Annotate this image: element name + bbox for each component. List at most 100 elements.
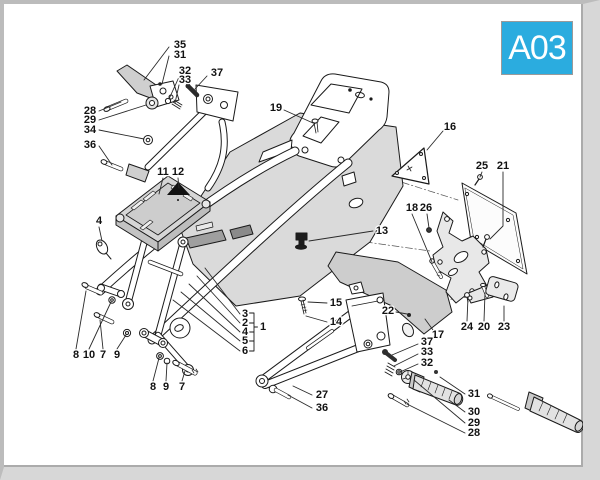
footpeg-assembly xyxy=(382,349,583,433)
leader-line-14 xyxy=(305,315,328,323)
part-label-14: 14 xyxy=(330,316,343,328)
battery-tray xyxy=(115,175,211,252)
part-label-26: 26 xyxy=(420,202,432,214)
leader-line-17 xyxy=(424,318,434,331)
leader-line-8 xyxy=(75,290,87,350)
part-label-9: 9 xyxy=(114,349,120,361)
leader-line-16 xyxy=(426,130,444,151)
part-label-28: 28 xyxy=(468,427,480,439)
part-label-31: 31 xyxy=(174,49,186,61)
leader-line-9 xyxy=(116,334,127,350)
part-label-23: 23 xyxy=(498,321,510,333)
part-label-7: 7 xyxy=(100,349,106,361)
leader-line-31 xyxy=(439,376,466,395)
leader-line-35 xyxy=(143,46,170,81)
part-label-21: 21 xyxy=(497,160,509,172)
part-label-29: 29 xyxy=(84,114,96,126)
leader-line-7 xyxy=(99,319,104,350)
part-label-5: 5 xyxy=(242,335,248,347)
part-label-4: 4 xyxy=(242,326,249,338)
leader-line-12 xyxy=(177,177,180,189)
leader-line-37 xyxy=(194,75,208,90)
leader-line-28 xyxy=(406,403,466,434)
leader-line-20 xyxy=(483,292,486,322)
leader-line-21 xyxy=(489,171,504,240)
leader-line-33 xyxy=(393,353,419,367)
leader-line-19 xyxy=(283,109,314,124)
part-label-33: 33 xyxy=(421,346,433,358)
leader-line-4 xyxy=(98,226,103,242)
leader-line-27 xyxy=(292,385,313,396)
part-label-24: 24 xyxy=(461,321,474,333)
leader-line-11 xyxy=(158,177,164,195)
part-label-37: 37 xyxy=(211,67,223,79)
part-label-12: 12 xyxy=(172,166,184,178)
part-label-33: 33 xyxy=(179,74,191,86)
plate-bracket-assembly xyxy=(391,147,528,317)
part-label-8: 8 xyxy=(73,349,79,361)
leader-line-4 xyxy=(188,283,241,333)
leader-line-6 xyxy=(172,299,241,352)
leader-line-5 xyxy=(180,291,241,342)
drawing-code-badge: A03 xyxy=(501,21,573,75)
leader-line-30 xyxy=(448,399,466,413)
part-label-15: 15 xyxy=(330,297,342,309)
part-label-18: 18 xyxy=(406,202,418,214)
leader-line-9 xyxy=(165,362,168,382)
part-label-29: 29 xyxy=(468,417,480,429)
leader-line-29 xyxy=(98,104,147,121)
leader-line-33 xyxy=(174,84,180,104)
part-label-27: 27 xyxy=(316,389,328,401)
part-label-25: 25 xyxy=(476,160,488,172)
part-label-13: 13 xyxy=(376,225,388,237)
leader-line-36 xyxy=(287,394,313,409)
leader-line-29 xyxy=(413,379,466,424)
part-label-22: 22 xyxy=(382,305,394,317)
part-label-32: 32 xyxy=(179,65,191,77)
leader-line-13 xyxy=(308,230,374,242)
leader-line-28 xyxy=(98,101,122,112)
part-label-19: 19 xyxy=(270,102,282,114)
exploded-parts-diagram: 3531323337282934361112419162521182613151… xyxy=(72,38,583,441)
part-label-32: 32 xyxy=(421,357,433,369)
leader-line-18 xyxy=(411,213,433,263)
part-label-4: 4 xyxy=(96,215,103,227)
part-label-7: 7 xyxy=(179,381,185,393)
leader-line-31 xyxy=(161,55,170,85)
part-label-36: 36 xyxy=(316,402,328,414)
leader-line-26 xyxy=(426,213,430,229)
part-label-16: 16 xyxy=(444,121,456,133)
leader-line-34 xyxy=(98,129,145,140)
part-label-35: 35 xyxy=(174,39,186,51)
leader-line-7 xyxy=(181,370,186,382)
leader-line-24 xyxy=(466,296,469,322)
part-label-10: 10 xyxy=(83,349,95,361)
leader-line-22 xyxy=(395,311,408,315)
part-label-1: 1 xyxy=(260,321,266,333)
leader-line-37 xyxy=(391,343,419,356)
part-label-28: 28 xyxy=(84,105,96,117)
leader-line-32 xyxy=(399,363,419,373)
leader-line-8 xyxy=(152,357,160,382)
leader-line-3 xyxy=(204,267,241,315)
part-label-31: 31 xyxy=(468,388,480,400)
part-label-11: 11 xyxy=(157,166,169,178)
part-label-2: 2 xyxy=(242,317,248,329)
part-label-37: 37 xyxy=(421,336,433,348)
stand-arm xyxy=(255,281,391,400)
part-label-6: 6 xyxy=(242,345,248,357)
drawing-code: A03 xyxy=(508,29,566,67)
warning-triangle-icon xyxy=(167,182,190,195)
part-label-9: 9 xyxy=(163,381,169,393)
part-label-17: 17 xyxy=(432,329,444,341)
linkage-hardware xyxy=(81,282,199,376)
leader-line-15 xyxy=(307,301,328,304)
part-label-3: 3 xyxy=(242,308,248,320)
leader-line-32 xyxy=(168,76,180,100)
leader-line-36 xyxy=(98,145,113,166)
leader-line-10 xyxy=(88,301,112,350)
part-label-34: 34 xyxy=(84,124,97,136)
part-label-36: 36 xyxy=(84,139,96,151)
leader-line-2 xyxy=(196,275,241,324)
